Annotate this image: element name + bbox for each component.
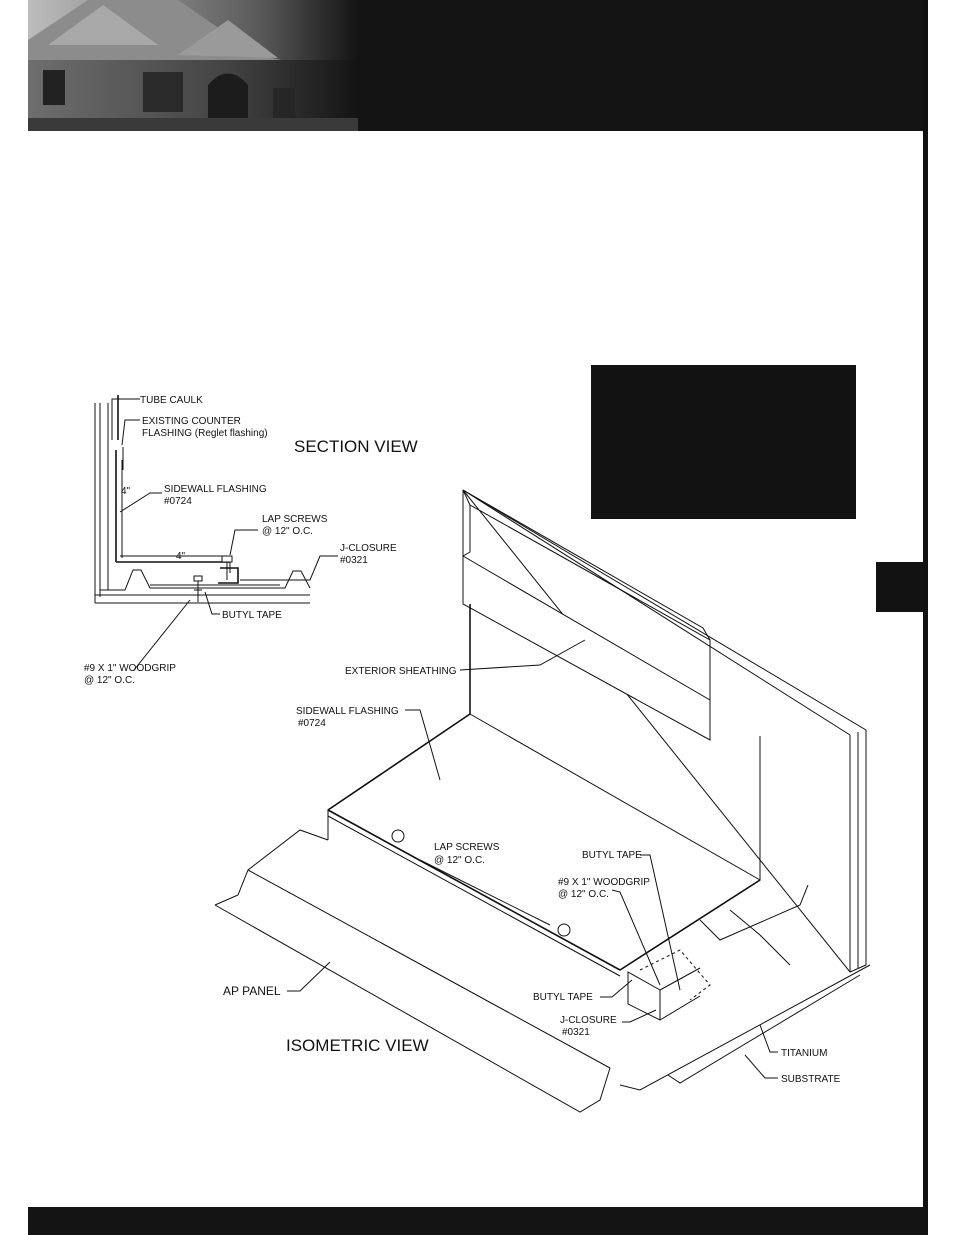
label-titanium: TITANIUM <box>781 1048 827 1059</box>
info-box <box>591 365 856 519</box>
label-woodgrip-1: #9 X 1" WOODGRIP <box>84 663 176 674</box>
header-band <box>28 0 926 131</box>
label-tube-caulk: TUBE CAULK <box>140 395 203 406</box>
label-j-closure-2: #0321 <box>340 555 368 566</box>
section-view <box>94 395 338 671</box>
label-lap-screws-2: @ 12" O.C. <box>262 526 313 537</box>
side-tab <box>876 562 926 612</box>
label-counter-flashing-1: EXISTING COUNTER <box>142 416 241 427</box>
house-photo <box>28 0 358 131</box>
label-iso-butyl-tape-bottom: BUTYL TAPE <box>533 992 593 1003</box>
footer-band <box>28 1207 926 1235</box>
label-iso-j-closure-1: J-CLOSURE <box>560 1015 617 1026</box>
label-counter-flashing-2: FLASHING (Reglet flashing) <box>142 428 268 439</box>
isometric-view-title: ISOMETRIC VIEW <box>286 1036 429 1055</box>
label-butyl-tape: BUTYL TAPE <box>222 610 282 621</box>
label-ap-panel: AP PANEL <box>223 984 281 998</box>
right-edge-bar <box>923 0 928 1235</box>
label-iso-lap-screws-1: LAP SCREWS <box>434 842 500 853</box>
label-iso-woodgrip-1: #9 X 1" WOODGRIP <box>558 877 650 888</box>
label-lap-screws-1: LAP SCREWS <box>262 514 328 525</box>
label-iso-butyl-tape-top: BUTYL TAPE <box>582 850 642 861</box>
label-exterior-sheathing: EXTERIOR SHEATHING <box>345 666 457 677</box>
label-sidewall-flashing-2: #0724 <box>164 496 192 507</box>
label-iso-woodgrip-2: @ 12" O.C. <box>558 889 609 900</box>
label-j-closure-1: J-CLOSURE <box>340 543 397 554</box>
label-substrate: SUBSTRATE <box>781 1074 841 1085</box>
label-sidewall-flashing-1: SIDEWALL FLASHING <box>164 484 267 495</box>
section-view-title: SECTION VIEW <box>294 437 418 456</box>
label-woodgrip-2: @ 12" O.C. <box>84 675 135 686</box>
isometric-view <box>214 489 871 1113</box>
label-dim-vertical: 4" <box>121 486 131 497</box>
label-iso-sidewall-flashing-1: SIDEWALL FLASHING <box>296 706 399 717</box>
label-iso-sidewall-flashing-2: #0724 <box>298 718 326 729</box>
label-iso-lap-screws-2: @ 12" O.C. <box>434 855 485 866</box>
label-dim-horizontal: 4" <box>176 551 186 562</box>
label-iso-j-closure-2: #0321 <box>562 1027 590 1038</box>
